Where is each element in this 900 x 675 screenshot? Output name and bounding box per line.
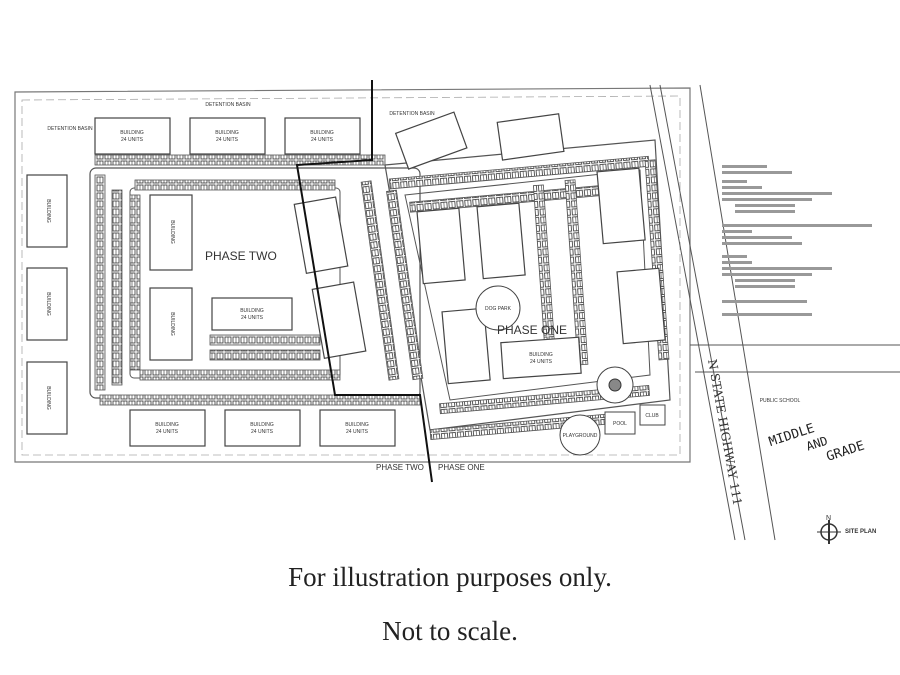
notes-block <box>722 165 872 316</box>
svg-text:BUILDING: BUILDING <box>45 292 51 316</box>
building <box>311 281 367 359</box>
building: BUILDING <box>149 194 193 271</box>
svg-text:BUILDING: BUILDING <box>169 220 175 244</box>
svg-text:BUILDING: BUILDING <box>345 422 369 428</box>
svg-text:BUILDING: BUILDING <box>45 386 51 410</box>
building <box>416 207 466 285</box>
building: BUILDING <box>149 287 193 361</box>
svg-text:AND: AND <box>804 434 829 454</box>
disclaimer-line-1: For illustration purposes only. <box>288 562 612 592</box>
playground <box>559 414 601 456</box>
svg-text:24 UNITS: 24 UNITS <box>346 429 369 435</box>
svg-text:BUILDING: BUILDING <box>529 352 553 358</box>
building <box>293 196 349 274</box>
handwritten-note: MIDDLE AND GRADE <box>767 421 867 465</box>
svg-text:GRADE: GRADE <box>825 438 867 464</box>
svg-text:24 UNITS: 24 UNITS <box>530 359 553 365</box>
svg-text:DETENTION BASIN: DETENTION BASIN <box>205 102 251 108</box>
svg-text:DETENTION BASIN: DETENTION BASIN <box>389 111 435 117</box>
svg-text:24 UNITS: 24 UNITS <box>311 137 334 143</box>
building <box>496 113 565 161</box>
svg-text:24 UNITS: 24 UNITS <box>241 315 264 321</box>
svg-text:BUILDING: BUILDING <box>240 308 264 314</box>
svg-text:N: N <box>826 515 831 522</box>
svg-text:BUILDING: BUILDING <box>250 422 274 428</box>
svg-text:BUILDING: BUILDING <box>120 130 144 136</box>
dog-park <box>475 285 521 331</box>
svg-text:DOG PARK: DOG PARK <box>485 306 512 312</box>
building: BUILDING <box>26 267 68 341</box>
svg-text:CLUB: CLUB <box>645 413 659 419</box>
site-plan-label: SITE PLAN <box>845 529 876 535</box>
phase-one-boundary-label: PHASE ONE <box>438 463 485 472</box>
building: BUILDING <box>26 361 68 435</box>
svg-text:24 UNITS: 24 UNITS <box>156 429 179 435</box>
disclaimer-line-2: Not to scale. <box>382 616 518 646</box>
svg-text:BUILDING: BUILDING <box>169 312 175 336</box>
pool <box>604 411 636 435</box>
svg-text:PLAYGROUND: PLAYGROUND <box>563 433 598 439</box>
building <box>394 111 468 170</box>
svg-text:24 UNITS: 24 UNITS <box>251 429 274 435</box>
svg-text:PUBLIC SCHOOL: PUBLIC SCHOOL <box>760 398 801 404</box>
building <box>616 267 666 345</box>
building <box>596 167 646 245</box>
svg-text:POOL: POOL <box>613 421 627 427</box>
building <box>441 307 491 385</box>
building <box>476 202 526 280</box>
phase-boundary-line <box>295 80 433 483</box>
svg-text:24 UNITS: 24 UNITS <box>121 137 144 143</box>
svg-text:BUILDING: BUILDING <box>215 130 239 136</box>
phase-two-label: PHASE TWO <box>205 249 277 263</box>
phase-one-label: PHASE ONE <box>497 323 567 337</box>
svg-text:BUILDING: BUILDING <box>155 422 179 428</box>
building: BUILDING <box>26 174 68 248</box>
svg-text:24 UNITS: 24 UNITS <box>216 137 239 143</box>
svg-text:DETENTION BASIN: DETENTION BASIN <box>47 126 93 132</box>
site-boundary <box>14 87 691 463</box>
svg-text:BUILDING: BUILDING <box>310 130 334 136</box>
club <box>639 404 666 426</box>
phase-two-boundary-label: PHASE TWO <box>376 463 424 472</box>
north-arrow-icon: N <box>817 515 841 544</box>
highway: N STATE HIGHWAY 111 <box>649 84 900 541</box>
svg-text:BUILDING: BUILDING <box>45 199 51 223</box>
